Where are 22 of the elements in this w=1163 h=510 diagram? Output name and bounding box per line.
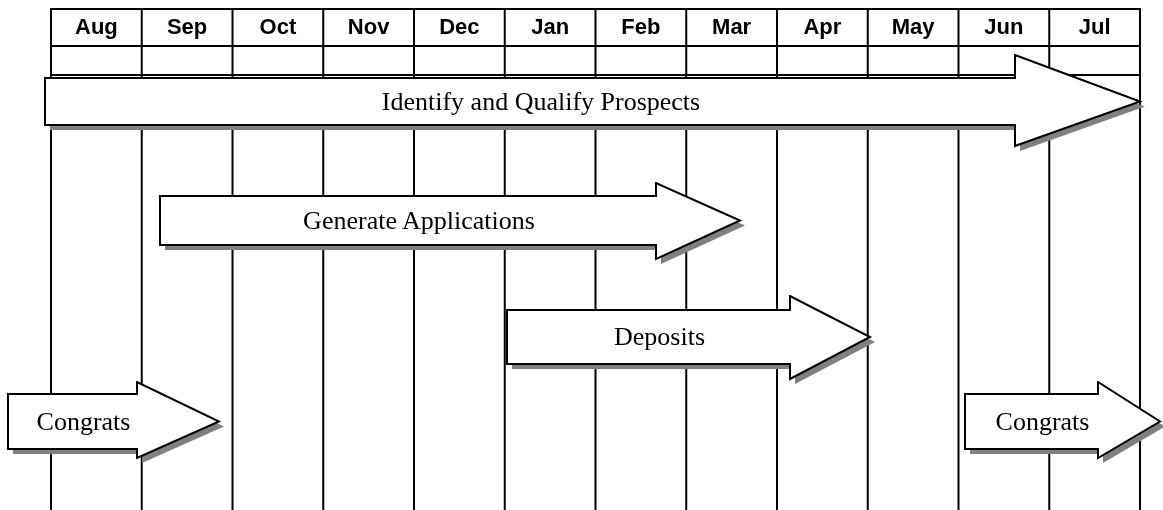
month-label: Jan bbox=[531, 16, 570, 38]
month-label: May bbox=[891, 16, 935, 38]
arrow-label: Deposits bbox=[614, 324, 705, 350]
month-label: Jun bbox=[984, 16, 1024, 38]
month-label: Feb bbox=[621, 16, 661, 38]
arrow-label: Generate Applications bbox=[303, 207, 535, 234]
month-label: Dec bbox=[439, 16, 480, 38]
month-label: Sep bbox=[166, 16, 208, 38]
arrow-label: Congrats bbox=[36, 408, 131, 435]
month-label: Apr bbox=[803, 16, 842, 38]
month-label: Mar bbox=[712, 16, 752, 38]
gantt-task-bar bbox=[964, 381, 1163, 463]
gantt-task-bar bbox=[44, 54, 1145, 151]
gantt-task-bar bbox=[506, 295, 875, 384]
arrow-label: Identify and Qualify Prospects bbox=[381, 88, 701, 115]
month-label: Jul bbox=[1078, 16, 1111, 38]
month-label: Nov bbox=[347, 16, 390, 38]
month-label: Aug bbox=[75, 16, 118, 38]
gantt-task-bar bbox=[159, 182, 745, 264]
month-label: Oct bbox=[259, 16, 297, 38]
gantt-task-bar bbox=[7, 381, 224, 463]
arrow-label: Congrats bbox=[995, 408, 1090, 435]
